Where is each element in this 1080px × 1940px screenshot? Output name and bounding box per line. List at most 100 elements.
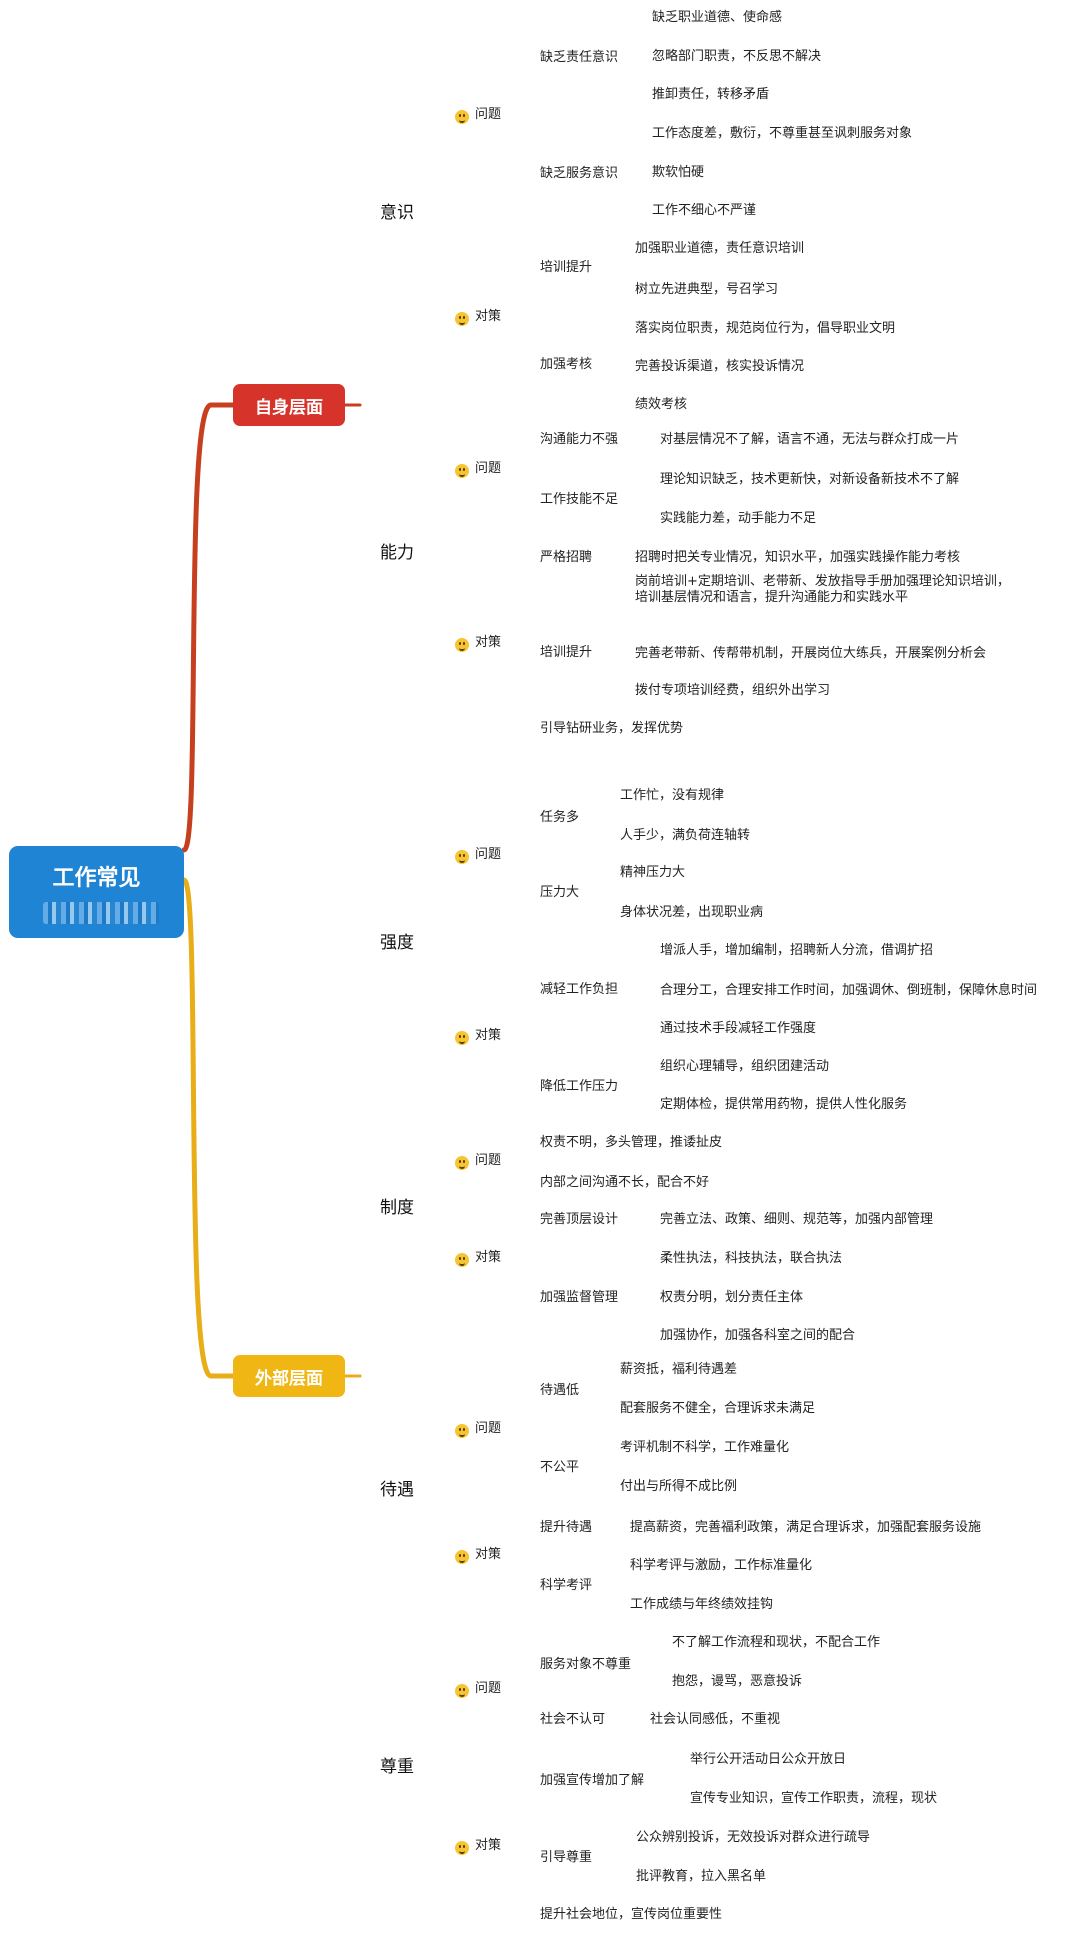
node-communication[interactable]: 沟通能力不强 bbox=[540, 432, 619, 447]
guide-respect-item[interactable]: 公众辨别投诉，无效投诉对群众进行疏导 bbox=[636, 1830, 871, 1845]
node-reduce-pressure[interactable]: 降低工作压力 bbox=[540, 1079, 619, 1094]
assessment-item[interactable]: 绩效考核 bbox=[635, 397, 688, 412]
node-intensity[interactable]: 强度 bbox=[380, 933, 414, 953]
disrespect-item[interactable]: 抱怨，谩骂，恶意投诉 bbox=[672, 1674, 803, 1689]
node-recruit[interactable]: 严格招聘 bbox=[540, 550, 593, 565]
node-pressure[interactable]: 压力大 bbox=[540, 885, 580, 900]
skill-item[interactable]: 实践能力差，动手能力不足 bbox=[660, 511, 817, 526]
connector-curve bbox=[511, 126, 536, 185]
connector-curve bbox=[511, 1539, 536, 1566]
node-respect-problem[interactable]: 问题 bbox=[475, 1681, 502, 1696]
node-reduce-burden[interactable]: 减轻工作负担 bbox=[540, 982, 619, 997]
node-system-solution[interactable]: 对策 bbox=[475, 1250, 502, 1265]
reduce-item[interactable]: 合理分工，合理安排工作时间，加强调休、倒班制，保障休息时间 bbox=[660, 983, 1038, 998]
responsibility-item[interactable]: 忽略部门职责，不反思不解决 bbox=[652, 49, 822, 64]
node-respect[interactable]: 尊重 bbox=[380, 1757, 414, 1777]
node-awareness-problem[interactable]: 问题 bbox=[475, 107, 502, 122]
node-ability-problem[interactable]: 问题 bbox=[475, 461, 502, 476]
relief-item[interactable]: 定期体检，提供常用药物，提供人性化服务 bbox=[660, 1097, 908, 1112]
pressure-item[interactable]: 精神压力大 bbox=[620, 865, 686, 880]
node-scientific-eval[interactable]: 科学考评 bbox=[540, 1578, 593, 1593]
ability-training-item[interactable]: 完善老带新、传帮带机制，开展岗位大练兵，开展案例分析会 bbox=[635, 646, 987, 661]
assessment-item[interactable]: 完善投诉渠道，核实投诉情况 bbox=[635, 359, 805, 374]
training-item[interactable]: 加强职业道德，责任意识培训 bbox=[635, 241, 805, 256]
node-low-pay[interactable]: 待遇低 bbox=[540, 1383, 580, 1398]
training-item[interactable]: 树立先进典型，号召学习 bbox=[635, 282, 779, 297]
publicity-item[interactable]: 宣传专业知识，宣传工作职责，流程，现状 bbox=[690, 1791, 938, 1806]
responsibility-item[interactable]: 推卸责任，转移矛盾 bbox=[652, 87, 770, 102]
connector-curve bbox=[596, 904, 616, 924]
node-treatment-solution[interactable]: 对策 bbox=[475, 1547, 502, 1562]
node-supervision[interactable]: 加强监督管理 bbox=[540, 1290, 619, 1305]
raise-pay-item[interactable]: 提高薪资，完善福利政策，满足合理诉求，加强配套服务设施 bbox=[630, 1520, 982, 1535]
root-title: 工作常见 bbox=[52, 866, 141, 891]
node-unrecognized[interactable]: 社会不认可 bbox=[540, 1712, 606, 1727]
unfair-item[interactable]: 考评机制不科学，工作难量化 bbox=[620, 1440, 790, 1455]
node-treatment[interactable]: 待遇 bbox=[380, 1480, 414, 1500]
supervision-item[interactable]: 权责分明，划分责任主体 bbox=[660, 1290, 804, 1305]
tasks-item[interactable]: 人手少，满负荷连轴转 bbox=[620, 828, 751, 843]
responsibility-item[interactable]: 缺乏职业道德、使命感 bbox=[652, 10, 783, 25]
connector-curve bbox=[511, 279, 536, 328]
node-intensity-problem[interactable]: 问题 bbox=[475, 847, 502, 862]
branch-self-level[interactable]: 自身层面 bbox=[233, 384, 345, 426]
unfair-item[interactable]: 付出与所得不成比例 bbox=[620, 1479, 738, 1494]
system-problem-item[interactable]: 内部之间沟通不长，配合不好 bbox=[540, 1175, 710, 1190]
node-ability-training[interactable]: 培训提升 bbox=[540, 645, 593, 660]
node-assessment[interactable]: 加强考核 bbox=[540, 357, 593, 372]
node-training[interactable]: 培训提升 bbox=[540, 260, 593, 275]
tasks-item[interactable]: 工作忙，没有规律 bbox=[620, 788, 725, 803]
reduce-item[interactable]: 增派人手，增加编制，招聘新人分流，借调扩招 bbox=[660, 943, 934, 958]
communication-item[interactable]: 对基层情况不了解，语言不通，无法与群众打成一片 bbox=[660, 432, 960, 447]
connector-curve bbox=[511, 1792, 536, 1857]
assessment-item[interactable]: 落实岗位职责，规范岗位行为，倡导职业文明 bbox=[635, 321, 896, 336]
node-lack-service[interactable]: 缺乏服务意识 bbox=[540, 166, 619, 181]
connector-curve bbox=[511, 829, 536, 866]
unrecognized-item[interactable]: 社会认同感低，不重视 bbox=[650, 1712, 781, 1727]
node-guide-respect[interactable]: 引导尊重 bbox=[540, 1850, 593, 1865]
low-pay-item[interactable]: 薪资抵，福利待遇差 bbox=[620, 1362, 738, 1377]
supervision-item[interactable]: 柔性执法，科技执法，联合执法 bbox=[660, 1251, 843, 1266]
node-intensity-solution[interactable]: 对策 bbox=[475, 1028, 502, 1043]
node-skill[interactable]: 工作技能不足 bbox=[540, 492, 619, 507]
supervision-item[interactable]: 加强协作，加强各科室之间的配合 bbox=[660, 1328, 856, 1343]
node-many-tasks[interactable]: 任务多 bbox=[540, 810, 580, 825]
disrespect-item[interactable]: 不了解工作流程和现状，不配合工作 bbox=[672, 1635, 881, 1650]
node-system[interactable]: 制度 bbox=[380, 1198, 414, 1218]
node-respect-solution[interactable]: 对策 bbox=[475, 1838, 502, 1853]
node-raise-pay[interactable]: 提升待遇 bbox=[540, 1520, 593, 1535]
node-publicity[interactable]: 加强宣传增加了解 bbox=[540, 1773, 645, 1788]
node-unfair[interactable]: 不公平 bbox=[540, 1460, 580, 1475]
low-pay-item[interactable]: 配套服务不健全，合理诉求未满足 bbox=[620, 1401, 816, 1416]
node-ability[interactable]: 能力 bbox=[380, 543, 414, 563]
node-ability-solution[interactable]: 对策 bbox=[475, 635, 502, 650]
root-node[interactable]: 工作常见 bbox=[9, 846, 184, 938]
node-awareness[interactable]: 意识 bbox=[380, 203, 414, 223]
ability-training-item[interactable]: 拨付专项培训经费，组织外出学习 bbox=[635, 683, 831, 698]
system-problem-item[interactable]: 权责不明，多头管理，推诿扯皮 bbox=[540, 1135, 723, 1150]
top-design-item[interactable]: 完善立法、政策、细则、规范等，加强内部管理 bbox=[660, 1212, 934, 1227]
branch-external-level[interactable]: 外部层面 bbox=[233, 1355, 345, 1397]
skill-item[interactable]: 理论知识缺乏，技术更新快，对新设备新技术不了解 bbox=[660, 472, 960, 487]
scientific-eval-item[interactable]: 科学考评与激励，工作标准量化 bbox=[630, 1558, 813, 1573]
recruit-item[interactable]: 招聘时把关专业情况，知识水平，加强实践操作能力考核 bbox=[635, 550, 961, 565]
relief-item[interactable]: 组织心理辅导，组织团建活动 bbox=[660, 1059, 830, 1074]
ability-training-item[interactable]: 岗前培训+定期培训、老带新、发放指导手册加强理论知识培训， 培训基层情况和语言，… bbox=[635, 574, 1010, 605]
pressure-item[interactable]: 身体状况差，出现职业病 bbox=[620, 905, 764, 920]
node-top-design[interactable]: 完善顶层设计 bbox=[540, 1212, 619, 1227]
node-guide[interactable]: 引导钻研业务，发挥优势 bbox=[540, 721, 684, 736]
node-treatment-problem[interactable]: 问题 bbox=[475, 1421, 502, 1436]
node-disrespect[interactable]: 服务对象不尊重 bbox=[540, 1657, 632, 1672]
reduce-item[interactable]: 通过技术手段减轻工作强度 bbox=[660, 1021, 817, 1036]
node-lack-responsibility[interactable]: 缺乏责任意识 bbox=[540, 50, 619, 65]
publicity-item[interactable]: 举行公开活动日公众开放日 bbox=[690, 1752, 847, 1767]
service-item[interactable]: 欺软怕硬 bbox=[652, 165, 705, 180]
scientific-eval-item[interactable]: 工作成绩与年终绩效挂钩 bbox=[630, 1597, 774, 1612]
node-social-status[interactable]: 提升社会地位，宣传岗位重要性 bbox=[540, 1907, 723, 1922]
service-item[interactable]: 工作不细心不严谨 bbox=[652, 203, 757, 218]
node-system-problem[interactable]: 问题 bbox=[475, 1153, 502, 1168]
node-awareness-solution[interactable]: 对策 bbox=[475, 309, 502, 324]
frown-emoji-icon bbox=[455, 1424, 469, 1438]
guide-respect-item[interactable]: 批评教育，拉入黑名单 bbox=[636, 1869, 767, 1884]
service-item[interactable]: 工作态度差，敷衍，不尊重甚至讽刺服务对象 bbox=[652, 126, 913, 141]
